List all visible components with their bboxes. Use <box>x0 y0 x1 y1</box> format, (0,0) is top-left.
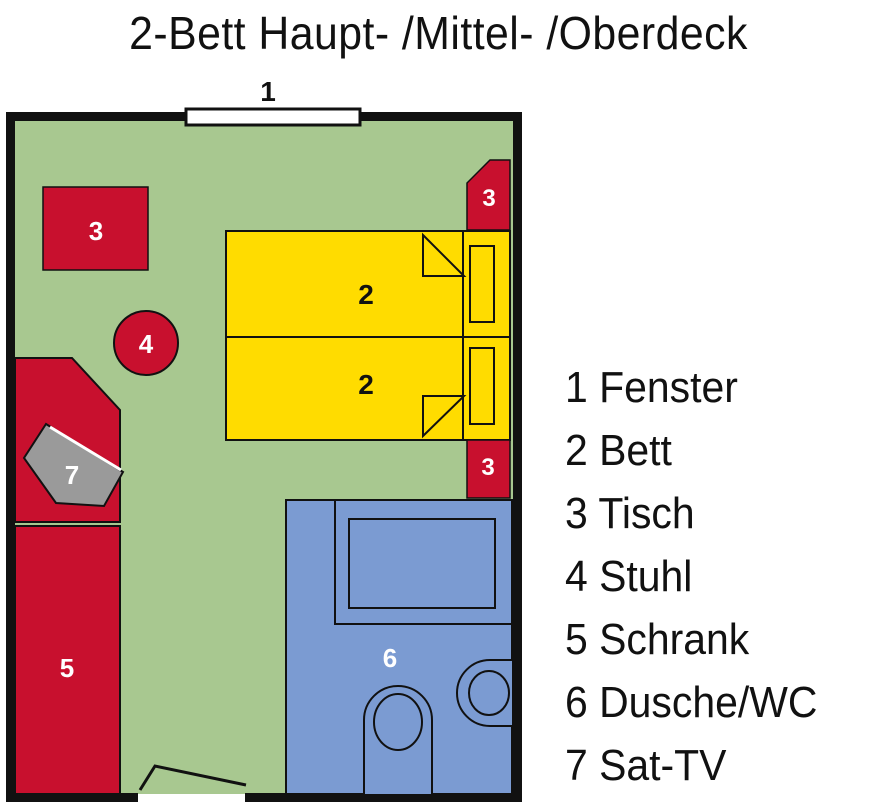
table-right-bottom-marker: 3 <box>481 454 494 481</box>
shower-tray <box>348 518 496 609</box>
legend-item-wardrobe: 5 Schrank <box>565 615 750 664</box>
chair <box>113 310 179 376</box>
washbasin <box>456 659 512 727</box>
tv <box>22 422 125 508</box>
legend-item-window: 1 Fenster <box>565 363 738 412</box>
tv-marker: 7 <box>65 460 79 490</box>
bed-bottom-marker: 2 <box>358 369 374 400</box>
bed-top <box>225 230 511 338</box>
wardrobe <box>14 525 121 795</box>
bathroom <box>285 499 513 795</box>
window <box>184 107 362 127</box>
table-left <box>42 186 149 271</box>
page-title: 2-Bett Haupt- /Mittel- /Oberdeck <box>129 7 748 59</box>
shower <box>334 499 513 625</box>
table-right-top-marker: 3 <box>482 185 495 212</box>
legend-item-chair: 4 Stuhl <box>565 552 693 601</box>
bed-bottom <box>225 336 511 441</box>
chair-marker: 4 <box>139 329 154 359</box>
bathroom-marker: 6 <box>383 643 397 673</box>
legend-item-table: 3 Tisch <box>565 489 695 538</box>
bed-top-marker: 2 <box>358 279 374 310</box>
window-marker: 1 <box>260 76 276 107</box>
legend: 1 Fenster 2 Bett 3 Tisch 4 Stuhl 5 Schra… <box>565 356 836 797</box>
legend-item-bed: 2 Bett <box>565 426 672 475</box>
wardrobe-marker: 5 <box>60 653 74 683</box>
table-left-marker: 3 <box>89 216 103 246</box>
table-right-bottom <box>466 439 511 499</box>
legend-item-shower-wc: 6 Dusche/WC <box>565 678 818 727</box>
door <box>138 764 247 791</box>
legend-item-sat-tv: 7 Sat-TV <box>565 741 727 790</box>
toilet <box>363 685 433 794</box>
